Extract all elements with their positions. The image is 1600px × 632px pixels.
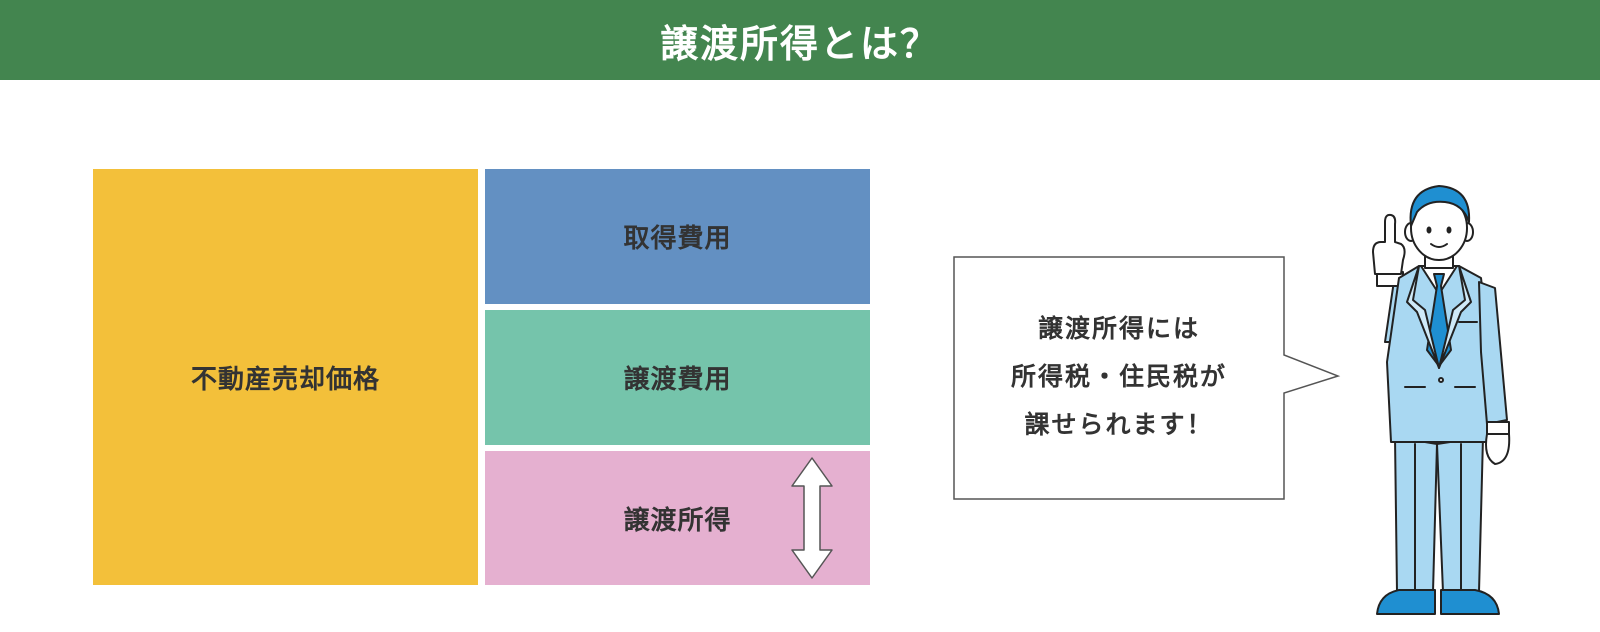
speech-line-2: 所得税・住民税が xyxy=(1010,362,1227,391)
double-arrow-icon xyxy=(791,457,833,579)
header-bar: 譲渡所得とは？ xyxy=(0,0,1600,80)
capital-gain-label: 譲渡所得 xyxy=(623,505,732,536)
speech-line-1: 譲渡所得には xyxy=(1037,314,1200,343)
speech-line-3: 課せられます！ xyxy=(1024,410,1214,439)
acquisition-cost-label: 取得費用 xyxy=(623,224,732,254)
transfer-expense-block: 譲渡費用 xyxy=(485,310,870,445)
page-title: 譲渡所得とは？ xyxy=(659,21,940,66)
acquisition-cost-block: 取得費用 xyxy=(485,169,870,304)
sale-price-label: 不動産売却価格 xyxy=(190,364,380,395)
businessman-illustration xyxy=(1372,185,1511,615)
speech-bubble xyxy=(953,256,1341,500)
speech-bubble-text: 譲渡所得には 所得税・住民税が 課せられます！ xyxy=(953,256,1285,498)
sale-price-block: 不動産売却価格 xyxy=(93,169,478,585)
transfer-expense-label: 譲渡費用 xyxy=(623,365,732,395)
